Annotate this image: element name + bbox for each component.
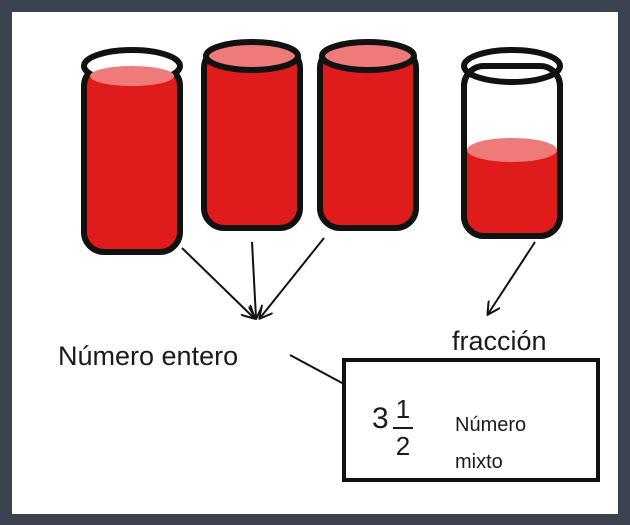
fraction-label: fracción (452, 326, 547, 356)
arrows-to-whole (181, 237, 325, 318)
fraction-bar (393, 427, 413, 429)
cup-2-full (201, 39, 303, 231)
mixed-number-box (342, 358, 600, 482)
arrow-to-fraction (488, 241, 536, 314)
mixed-number-whole: 3 (372, 402, 389, 435)
mixed-number-denominator: 2 (395, 431, 411, 461)
mixed-number-numerator: 1 (395, 394, 411, 424)
cup-1-full (81, 47, 183, 255)
mixed-number-label-line1: Número (455, 414, 527, 436)
mixed-number-label-line2: mixto (455, 451, 503, 473)
cup-3-full (317, 39, 419, 231)
whole-number-label: Número entero (58, 341, 239, 371)
cup-4-half (461, 47, 563, 239)
